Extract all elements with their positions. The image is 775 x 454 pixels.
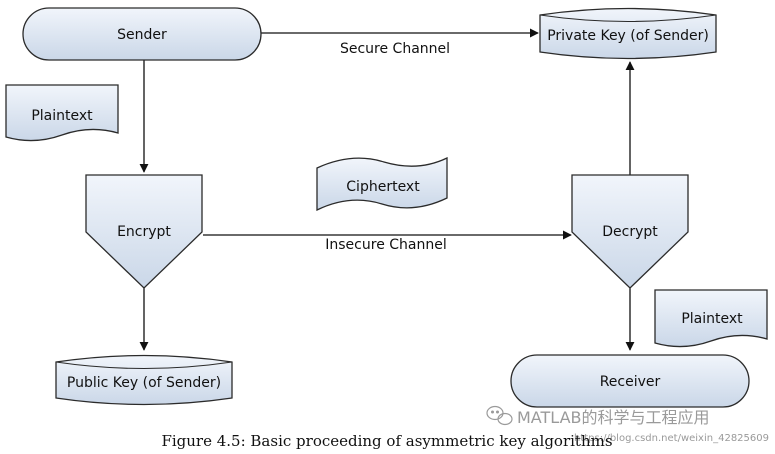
plaintext-bottom-node: Plaintext (654, 289, 768, 348)
plaintext-top-label: Plaintext (31, 108, 93, 124)
plaintext-top-shape (5, 84, 119, 142)
receiver-node: Receiver (510, 354, 750, 408)
public-key-rim (55, 361, 233, 370)
watermark: MATLAB的科学与工程应用 https://blog.csdn.net/wei… (486, 405, 769, 444)
encrypt-shape (85, 174, 203, 289)
figure-caption: Figure 4.5: Basic proceeding of asymmetr… (161, 432, 612, 450)
private-key-shape (539, 7, 717, 60)
plaintext-bottom-label: Plaintext (681, 311, 743, 327)
encrypt-node: Encrypt (85, 174, 203, 289)
watermark-url: https://blog.csdn.net/weixin_42825609 (574, 433, 769, 444)
encrypt-label: Encrypt (117, 224, 171, 240)
wechat-icon (486, 405, 513, 426)
private-key-rim (539, 14, 717, 23)
ciphertext-shape (316, 156, 448, 212)
sender-label: Sender (117, 27, 167, 43)
public-key-shape (55, 354, 233, 406)
receiver-shape (510, 354, 750, 408)
decrypt-shape (571, 174, 689, 289)
plaintext-top-node: Plaintext (5, 84, 119, 142)
decrypt-node: Decrypt (571, 174, 689, 289)
edges (139, 28, 635, 351)
private-key-node: Private Key (of Sender) (539, 7, 717, 60)
insecure-channel-label: Insecure Channel (325, 237, 446, 253)
sender-node: Sender (22, 7, 262, 61)
watermark-brand: MATLAB的科学与工程应用 (517, 408, 710, 427)
ciphertext-node: Ciphertext (316, 156, 448, 212)
receiver-label: Receiver (600, 374, 661, 390)
decrypt-label: Decrypt (602, 224, 658, 240)
public-key-label: Public Key (of Sender) (67, 375, 221, 391)
plaintext-bottom-shape (654, 289, 768, 348)
sender-shape (22, 7, 262, 61)
public-key-node: Public Key (of Sender) (55, 354, 233, 406)
secure-channel-label: Secure Channel (340, 41, 450, 57)
private-key-label: Private Key (of Sender) (547, 28, 709, 44)
ciphertext-label: Ciphertext (346, 179, 420, 195)
